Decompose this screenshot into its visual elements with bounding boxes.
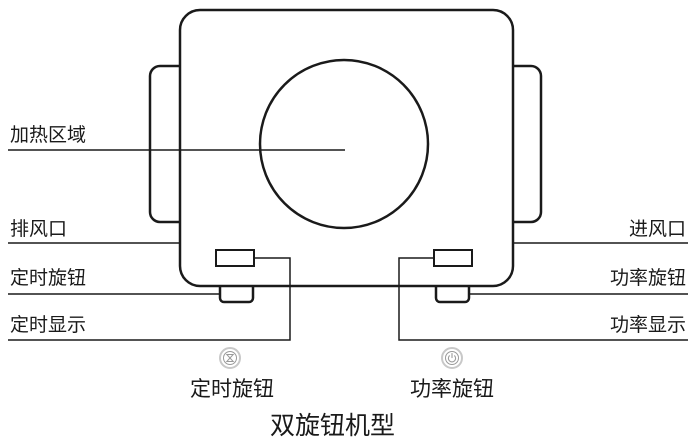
device-body xyxy=(178,8,515,288)
label-power-display: 功率显示 xyxy=(609,314,686,336)
label-exhaust-vent: 排风口 xyxy=(10,218,68,240)
timer-display-window xyxy=(215,249,255,267)
label-heating-area: 加热区域 xyxy=(10,124,87,146)
power-icon xyxy=(441,347,463,369)
label-timer-display: 定时显示 xyxy=(10,314,87,336)
diagram-title: 双旋钮机型 xyxy=(270,411,396,440)
power-display-leader xyxy=(398,257,688,341)
label-timer-knob: 定时旋钮 xyxy=(10,267,87,289)
heating-zone xyxy=(258,58,430,230)
timer-display-leader xyxy=(8,257,291,341)
label-air-intake: 进风口 xyxy=(628,218,686,240)
power-display-window xyxy=(433,249,473,267)
hourglass-icon xyxy=(219,347,241,369)
label-power-knob: 功率旋钮 xyxy=(609,267,686,289)
caption-timer-knob: 定时旋钮 xyxy=(190,377,274,401)
caption-power-knob: 功率旋钮 xyxy=(410,377,494,401)
